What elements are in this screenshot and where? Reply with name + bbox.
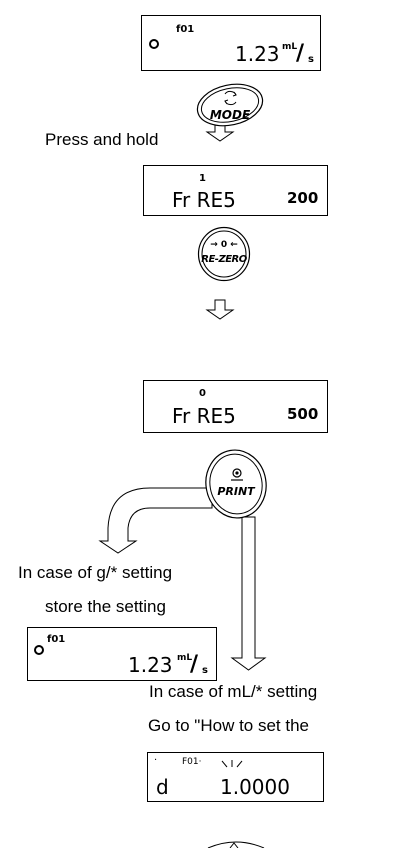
unit-top: mL	[282, 42, 298, 52]
function-code: f01	[47, 634, 66, 645]
print-icon	[231, 468, 243, 481]
case-ml-setting-text: In case of mL/* setting	[149, 682, 318, 701]
stable-indicator-icon	[149, 39, 159, 49]
rezero-button[interactable]: → 0 ← RE-ZERO	[196, 226, 252, 282]
display-value: 1.23	[235, 42, 280, 66]
unit-bottom: s	[202, 665, 208, 676]
display-value: 1.23	[128, 653, 173, 677]
case-g-setting-text: In case of g/* setting	[18, 563, 173, 582]
unit-slash: /	[190, 652, 199, 677]
mode-button[interactable]: MODE	[194, 82, 266, 128]
print-button[interactable]: PRINT	[204, 447, 268, 521]
print-button-label: PRINT	[217, 485, 255, 498]
stable-indicator-icon	[34, 645, 44, 655]
mode-button-label: MODE	[209, 108, 251, 122]
display-fr-res-200: 1 Fr RE5 200	[143, 165, 328, 216]
display-f01-top: f01 1.23 mL / s	[141, 15, 321, 71]
display-value: 200	[287, 189, 319, 207]
blink-indicator-icon	[221, 760, 243, 768]
display-f01-stored: f01 1.23 mL / s	[27, 627, 217, 681]
press-and-hold-text: Press and hold	[45, 130, 159, 149]
rezero-button-label: RE-ZERO	[201, 254, 247, 265]
display-left-char: d	[156, 775, 169, 799]
cycle-icon	[224, 90, 237, 106]
display-fr-res-500: 0 Fr RE5 500	[143, 380, 328, 433]
go-to-text: Go to "How to set the	[148, 716, 310, 735]
unit-bottom: s	[308, 54, 314, 65]
down-arrow-2	[205, 299, 235, 320]
long-down-arrow	[230, 516, 267, 671]
display-f01-ml: · F01· d 1.0000	[147, 752, 324, 802]
display-name: Fr RE5	[172, 404, 236, 428]
unit-slash: /	[296, 41, 305, 66]
curved-arrow-g	[98, 487, 213, 554]
display-value: 1.0000	[220, 775, 290, 799]
unit-top: mL	[177, 653, 193, 663]
store-setting-text: store the setting	[45, 597, 166, 616]
display-value: 500	[287, 405, 319, 423]
dot-indicator: ·	[154, 755, 158, 766]
display-name: Fr RE5	[172, 188, 236, 212]
partial-button-icon	[207, 841, 265, 848]
display-index: 0	[199, 388, 206, 399]
display-index: 1	[199, 173, 206, 184]
rezero-icon: → 0 ←	[210, 240, 238, 250]
function-code: F01·	[182, 757, 202, 767]
function-code: f01	[176, 24, 195, 35]
